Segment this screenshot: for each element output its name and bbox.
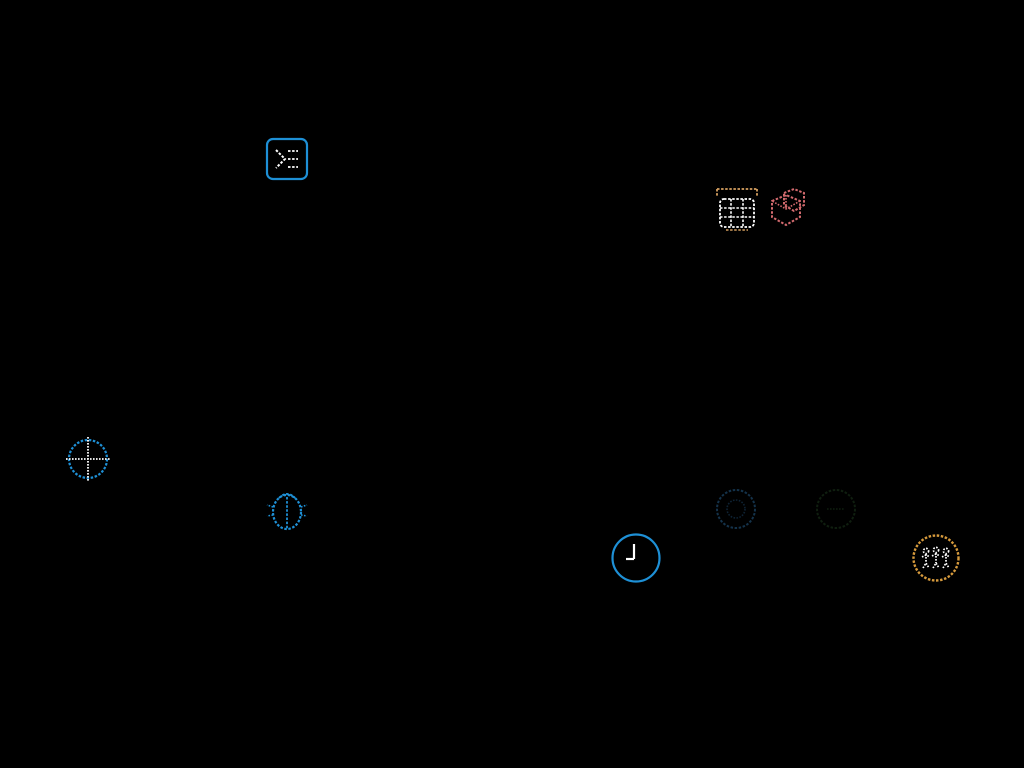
people-group-icon[interactable] [910, 532, 962, 584]
database-icon[interactable] [711, 183, 763, 235]
dark-ring-icon[interactable] [810, 483, 862, 535]
crosshair-icon[interactable] [62, 433, 114, 485]
bug-icon[interactable] [261, 483, 313, 535]
terminal-icon[interactable] [261, 133, 313, 185]
clock-icon[interactable] [610, 532, 662, 584]
dark-circle-icon[interactable] [710, 483, 762, 535]
cube-stack-icon[interactable] [761, 183, 813, 235]
